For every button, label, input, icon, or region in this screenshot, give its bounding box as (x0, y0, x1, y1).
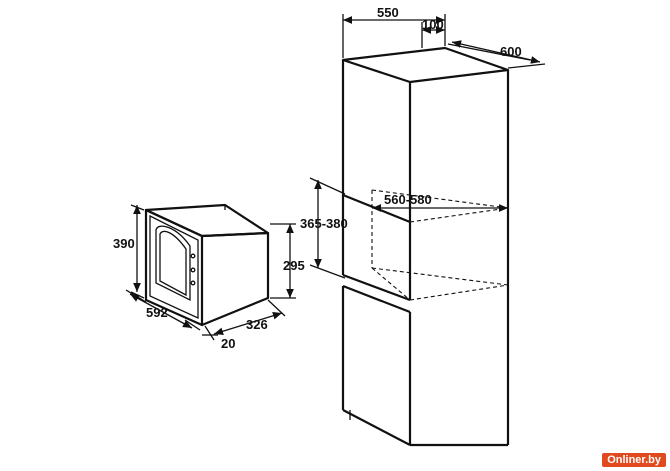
oven-height-label: 390 (113, 236, 135, 251)
oven-width-label: 592 (146, 305, 168, 320)
oven-inner-height-label: 295 (283, 258, 305, 273)
cabinet-width-label: 550 (377, 5, 399, 20)
oven-dimension-lines (125, 204, 296, 341)
cabinet-dimension-lines (309, 14, 546, 279)
niche-height-label: 365-380 (300, 216, 348, 231)
watermark-logo: Onliner.by (602, 453, 666, 467)
cabinet-top-offset-label: 100 (422, 17, 444, 32)
oven-depth-label: 326 (246, 317, 268, 332)
oven-front-label: 20 (221, 336, 235, 351)
watermark: Onliner.by (466, 451, 666, 469)
microwave-oven (144, 203, 270, 327)
cabinet-depth-label: 600 (500, 44, 522, 59)
tall-cabinet (341, 46, 510, 447)
niche-width-label: 560-580 (384, 192, 432, 207)
